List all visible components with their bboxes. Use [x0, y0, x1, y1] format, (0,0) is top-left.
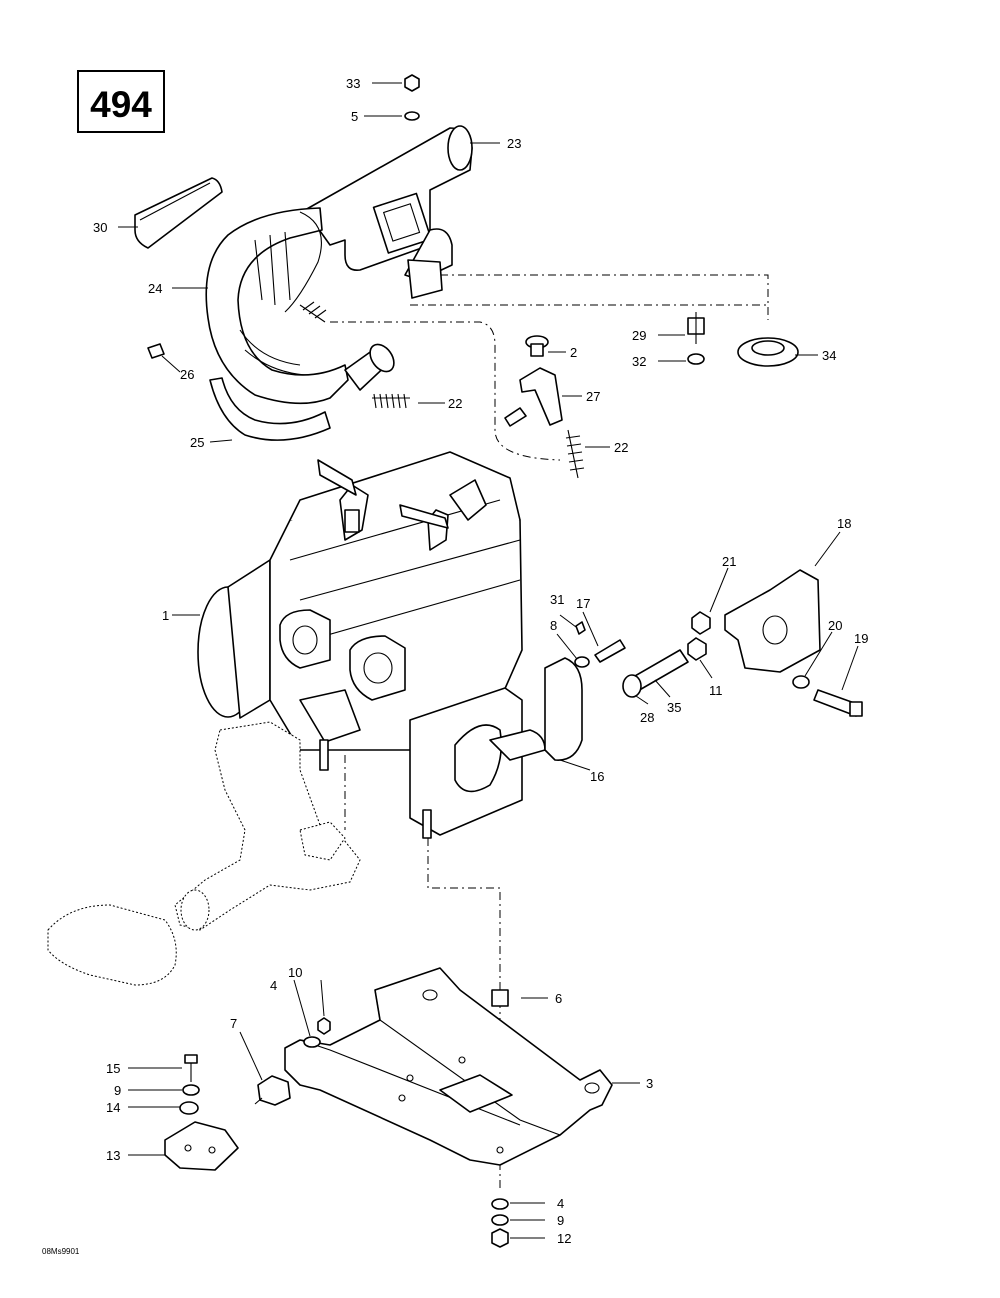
ghost-manifold [47, 721, 361, 986]
engine [197, 451, 546, 839]
callout-20: 20 [828, 618, 842, 633]
tuned-pipe [205, 207, 395, 405]
callout-25: 25 [190, 435, 204, 450]
callout-24: 24 [148, 281, 162, 296]
callout-35: 35 [667, 700, 681, 715]
support-plate [284, 967, 613, 1166]
bracket-18 [724, 569, 863, 717]
callout-3: 3 [646, 1076, 653, 1091]
callout-34: 34 [822, 348, 836, 363]
mid-hardware-left [574, 621, 626, 668]
top-hardware [404, 74, 420, 121]
callout-31: 31 [550, 592, 564, 607]
pipe-shield-30 [134, 177, 223, 249]
callout-30: 30 [93, 220, 107, 235]
callout-9-left: 9 [114, 1083, 121, 1098]
page-number: 494 [90, 84, 152, 125]
callout-8: 8 [550, 618, 557, 633]
callout-27: 27 [586, 389, 600, 404]
callout-33: 33 [346, 76, 360, 91]
callout-28: 28 [640, 710, 654, 725]
callout-17: 17 [576, 596, 590, 611]
callout-7: 7 [230, 1016, 237, 1031]
page-number-box: 494 [77, 70, 165, 133]
mid-hardware-center [622, 611, 711, 698]
callout-18: 18 [837, 516, 851, 531]
callout-13: 13 [106, 1148, 120, 1163]
callout-21: 21 [722, 554, 736, 569]
clip-26 [147, 343, 165, 359]
callout-23: 23 [507, 136, 521, 151]
callout-numbers: 33 5 23 30 24 26 25 22 22 2 27 29 32 34 … [93, 76, 868, 1246]
callout-6: 6 [555, 991, 562, 1006]
callout-26: 26 [180, 367, 194, 382]
callout-29: 29 [632, 328, 646, 343]
heat-shield [209, 377, 331, 441]
callout-16: 16 [590, 769, 604, 784]
lower-left-hardware [164, 1017, 331, 1171]
leader-lines [118, 82, 859, 1239]
callout-12: 12 [557, 1231, 571, 1246]
callout-10: 10 [288, 965, 302, 980]
upper-hardware [504, 312, 799, 427]
callout-19: 19 [854, 631, 868, 646]
stack-hardware [491, 989, 509, 1248]
callout-32: 32 [632, 354, 646, 369]
callout-4-lower: 4 [557, 1196, 564, 1211]
cover-16 [544, 657, 583, 761]
callout-5: 5 [351, 109, 358, 124]
springs-22 [299, 301, 585, 479]
callout-22-upper: 22 [448, 396, 462, 411]
callout-4-upper: 4 [270, 978, 277, 993]
callout-11: 11 [709, 683, 723, 698]
callout-1: 1 [162, 608, 169, 623]
callout-15: 15 [106, 1061, 120, 1076]
callout-14: 14 [106, 1100, 120, 1115]
callout-22-lower: 22 [614, 440, 628, 455]
muffler [304, 125, 473, 299]
drawing-code: 08Ms9901 [42, 1247, 80, 1256]
callout-2: 2 [570, 345, 577, 360]
callout-9-bottom: 9 [557, 1213, 564, 1228]
